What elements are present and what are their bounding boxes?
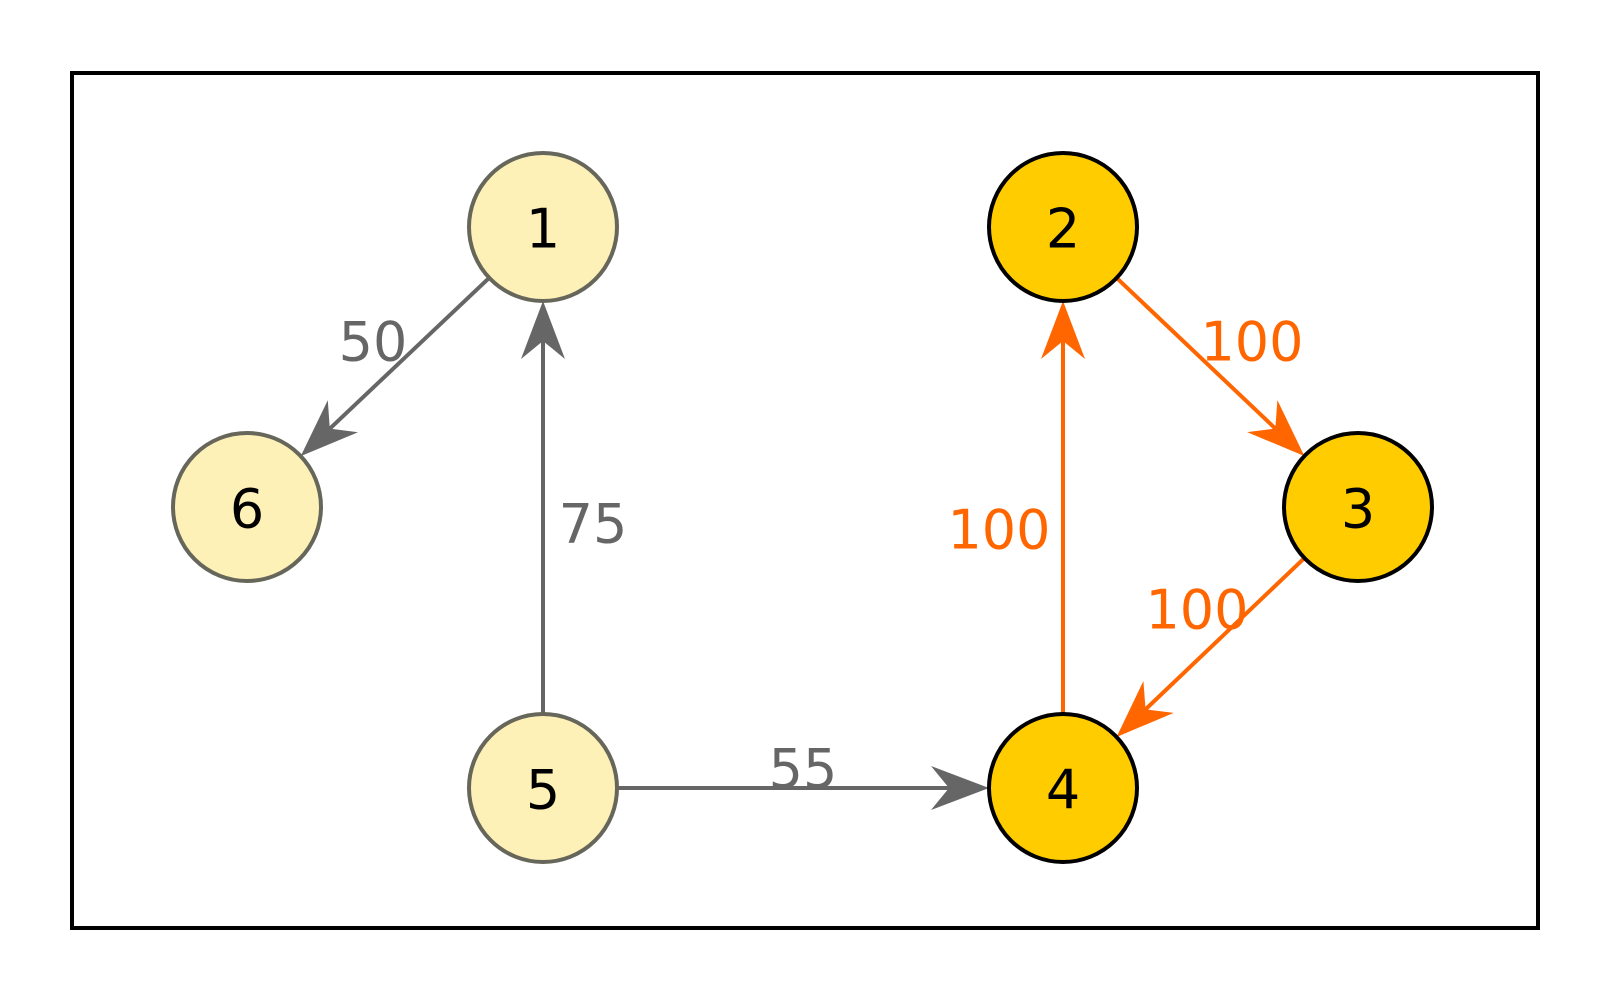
arrowhead-icon — [931, 766, 989, 810]
edge-4-to-2 — [1041, 301, 1085, 714]
diagram-frame — [70, 71, 1540, 930]
arrowhead-icon — [1247, 400, 1305, 457]
edge-5-to-1 — [521, 301, 565, 714]
node-label: 6 — [230, 478, 264, 541]
node-circle — [987, 151, 1139, 303]
arrowhead-icon — [1041, 301, 1085, 359]
edge-line — [328, 276, 491, 431]
arrowhead-icon — [521, 301, 565, 359]
arrowhead-icon — [300, 400, 359, 457]
edge-labels-layer: 50 75 55 100 100 100 — [339, 311, 1304, 801]
arrowhead-icon — [1116, 681, 1174, 737]
node-circle — [1282, 431, 1434, 583]
node-label: 4 — [1046, 759, 1080, 822]
edge-1-to-6 — [300, 276, 491, 457]
node-4: 4 — [987, 712, 1139, 864]
edge-line — [1115, 276, 1277, 430]
edge-weight-label: 100 — [947, 499, 1050, 562]
node-circle — [467, 151, 619, 303]
node-3: 3 — [1282, 431, 1434, 583]
edge-weight-label: 75 — [559, 493, 628, 556]
edge-weight-label: 100 — [1200, 311, 1303, 374]
node-label: 2 — [1046, 198, 1080, 261]
node-6: 6 — [171, 431, 323, 583]
node-1: 1 — [467, 151, 619, 303]
node-label: 3 — [1341, 478, 1375, 541]
node-circle — [171, 431, 323, 583]
node-label: 1 — [526, 198, 560, 261]
edge-3-to-4 — [1116, 556, 1306, 737]
node-label: 5 — [526, 759, 560, 822]
node-5: 5 — [467, 712, 619, 864]
edge-2-to-3 — [1115, 276, 1305, 457]
edge-weight-label: 100 — [1145, 579, 1248, 642]
nodes-layer: 1 2 3 4 5 6 — [171, 151, 1434, 864]
edges-layer — [300, 276, 1306, 810]
node-2: 2 — [987, 151, 1139, 303]
node-circle — [467, 712, 619, 864]
edge-weight-label: 50 — [339, 311, 408, 374]
edge-weight-label: 55 — [769, 738, 838, 801]
edge-line — [1144, 556, 1306, 711]
node-circle — [987, 712, 1139, 864]
edge-5-to-4 — [617, 766, 989, 810]
